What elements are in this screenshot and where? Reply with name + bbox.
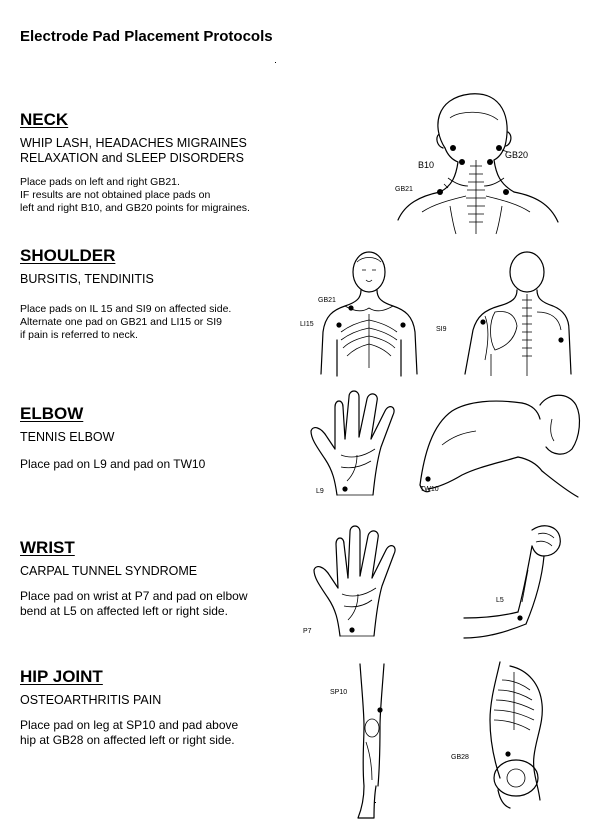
instruction-line: Place pad on L9 and pad on TW10 xyxy=(20,457,206,471)
instruction-line: if pain is referred to neck. xyxy=(20,329,138,341)
wrist-hand-illustration xyxy=(313,525,396,637)
hip-leg-illustration xyxy=(357,663,385,819)
shoulder-front-illustration xyxy=(320,251,418,377)
instruction-line: IF results are not obtained place pads o… xyxy=(20,189,211,201)
section-title: NECK xyxy=(20,110,69,129)
label-gb28: GB28 xyxy=(451,754,469,761)
instruction-line: Alternate one pad on GB21 and LI15 or SI… xyxy=(20,316,222,328)
label-l9: L9 xyxy=(316,488,324,495)
neck-back-illustration xyxy=(397,93,559,235)
condition-line: TENNIS ELBOW xyxy=(20,430,115,444)
section-title: WRIST xyxy=(20,538,75,557)
section-title: ELBOW xyxy=(20,404,84,423)
elbow-arm-illustration xyxy=(419,394,581,498)
section-conditions: OSTEOARTHRITIS PAIN xyxy=(20,693,310,708)
section-wrist: WRIST CARPAL TUNNEL SYNDROME Place pad o… xyxy=(20,538,310,619)
label-l5: L5 xyxy=(496,597,504,604)
section-conditions: WHIP LASH, HEADACHES MIGRAINES RELAXATIO… xyxy=(20,136,310,166)
section-instructions: Place pad on L9 and pad on TW10 xyxy=(20,457,310,472)
section-instructions: Place pad on leg at SP10 and pad above h… xyxy=(20,718,310,748)
section-neck: NECK WHIP LASH, HEADACHES MIGRAINES RELA… xyxy=(20,110,310,215)
condition-line: CARPAL TUNNEL SYNDROME xyxy=(20,564,198,578)
label-b10: B10 xyxy=(418,160,435,170)
section-instructions: Place pads on IL 15 and SI9 on affected … xyxy=(20,303,310,342)
condition-line: RELAXATION and SLEEP DISORDERS xyxy=(20,151,244,165)
section-instructions: Place pad on wrist at P7 and pad on elbo… xyxy=(20,589,310,619)
instruction-line: left and right B10, and GB20 points for … xyxy=(20,202,250,214)
condition-line: WHIP LASH, HEADACHES MIGRAINES xyxy=(20,136,247,150)
shoulder-back-illustration xyxy=(464,251,572,376)
instruction-line: bend at L5 on affected left or right sid… xyxy=(20,604,228,618)
label-gb20: GB20 xyxy=(505,150,529,160)
section-conditions: TENNIS ELBOW xyxy=(20,430,310,445)
instruction-line: Place pads on IL 15 and SI9 on affected … xyxy=(20,303,232,315)
section-instructions: Place pads on left and right GB21. IF re… xyxy=(20,176,310,215)
label-gb21: GB21 xyxy=(318,297,336,304)
label-tw10: TW10 xyxy=(420,486,439,493)
section-elbow: ELBOW TENNIS ELBOW Place pad on L9 and p… xyxy=(20,404,310,472)
instruction-line: Place pad on wrist at P7 and pad on elbo… xyxy=(20,589,248,603)
instruction-line: Place pad on leg at SP10 and pad above xyxy=(20,718,239,732)
label-li15: LI15 xyxy=(300,321,314,328)
instruction-line: hip at GB28 on affected left or right si… xyxy=(20,733,235,747)
section-title: HIP JOINT xyxy=(20,667,103,686)
label-gb21: GB21 xyxy=(395,186,413,193)
section-title: SHOULDER xyxy=(20,246,116,265)
section-conditions: CARPAL TUNNEL SYNDROME xyxy=(20,564,310,579)
page-title: Electrode Pad Placement Protocols xyxy=(20,28,273,45)
condition-line: BURSITIS, TENDINITIS xyxy=(20,272,154,286)
elbow-hand-illustration xyxy=(310,390,395,496)
section-hip-joint: HIP JOINT OSTEOARTHRITIS PAIN Place pad … xyxy=(20,667,310,748)
wrist-arm-illustration xyxy=(463,525,561,639)
label-si9: SI9 xyxy=(436,326,447,333)
section-conditions: BURSITIS, TENDINITIS xyxy=(20,272,310,287)
section-shoulder: SHOULDER BURSITIS, TENDINITIS Place pads… xyxy=(20,246,310,342)
hip-torso-illustration xyxy=(489,661,543,809)
condition-line: OSTEOARTHRITIS PAIN xyxy=(20,693,162,707)
label-sp10: SP10 xyxy=(330,689,348,696)
label-p7: P7 xyxy=(303,628,312,635)
instruction-line: Place pads on left and right GB21. xyxy=(20,176,180,188)
